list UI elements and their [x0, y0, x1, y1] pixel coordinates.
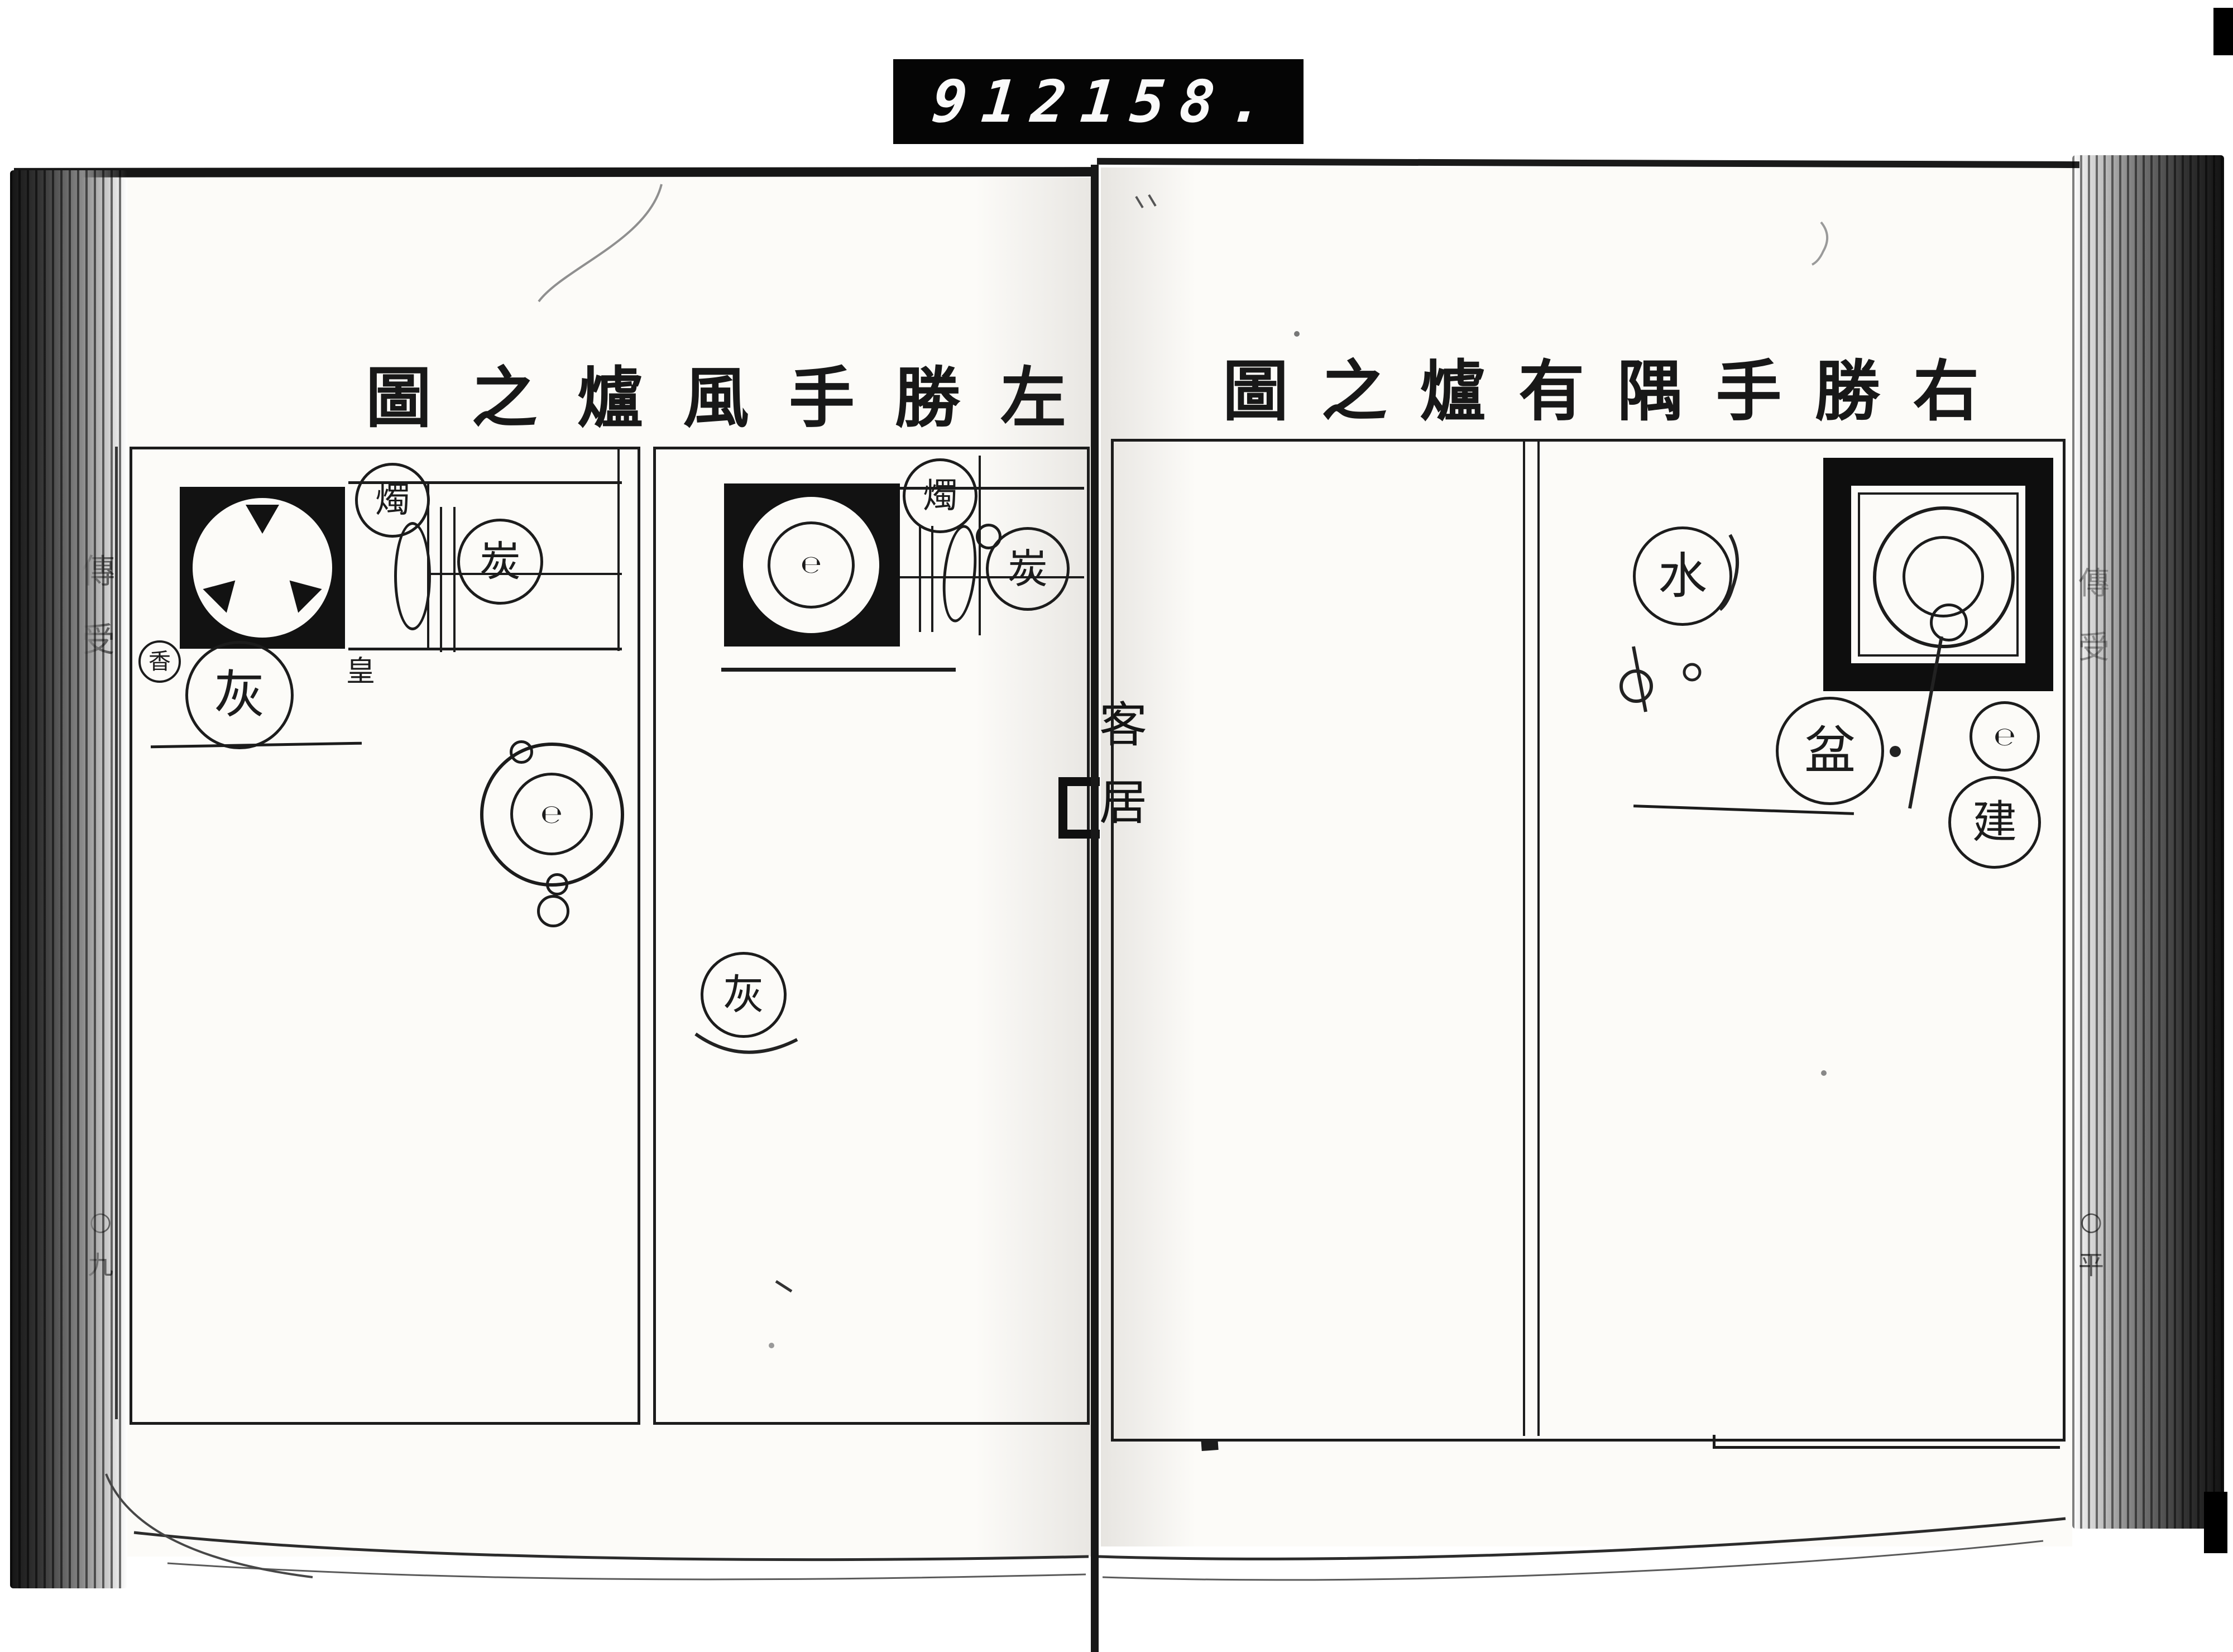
book-top-edge-left	[13, 167, 1092, 178]
kettle-mark: ℮	[540, 799, 563, 829]
crease-line-faint	[167, 1562, 1086, 1581]
notch-ring-icon	[976, 524, 1002, 549]
title-char: 風	[683, 360, 749, 437]
candle-circle: 燭	[903, 458, 977, 533]
hibashi-icon	[931, 526, 933, 632]
candle-label: 燭	[375, 480, 410, 520]
corner-mark-top-right	[2213, 8, 2233, 55]
water-label: 水	[1657, 547, 1707, 605]
frame-jog-line	[1713, 1446, 2060, 1449]
ash-label: 灰	[723, 971, 764, 1019]
title-char: 爐	[577, 360, 643, 437]
right-page-title: 圖 之 爐 有 隅 手 勝 右	[1223, 345, 1979, 430]
ash-circle: 灰	[701, 952, 787, 1038]
ladle-cup-icon	[1930, 604, 1968, 641]
title-char: 勝	[894, 360, 961, 437]
left-page	[127, 178, 1092, 1557]
title-char: 爐	[1420, 353, 1486, 430]
brazier-inner-circle: ℮	[768, 521, 855, 609]
futaoki-circle: ℮	[1970, 701, 2040, 772]
partition-line	[1523, 439, 1525, 1436]
right-page	[1101, 167, 2072, 1546]
shelf-line-vertical	[617, 447, 620, 651]
futaoki-mark: ℮	[1994, 721, 2016, 751]
frame-jog-connector	[1713, 1435, 1716, 1449]
left-page-title: 圖 之 爐 風 手 勝 左	[366, 352, 1066, 437]
title-char: 有	[1518, 353, 1585, 430]
feather-brush-icon	[394, 522, 431, 630]
charcoal-label: 炭	[480, 538, 521, 586]
brazier-square-icon: ℮	[724, 483, 900, 647]
furo-triangle-right-icon	[277, 568, 322, 613]
title-char: 勝	[1814, 353, 1881, 430]
title-char: 圖	[366, 360, 432, 437]
incense-circle: 香	[138, 640, 181, 683]
fold-note: 客 居	[1095, 686, 1151, 833]
counter-left-digits: 912	[929, 68, 1084, 136]
hearth-kettle-circle	[1873, 506, 2015, 648]
left-diagram1-frame	[130, 447, 640, 1425]
book-spine-pages-left	[10, 170, 127, 1588]
fold-bracket-icon	[1058, 777, 1100, 839]
hibashi-icon	[919, 526, 921, 632]
book-page-edges-right	[2072, 155, 2224, 1529]
title-char: 左	[1000, 360, 1066, 437]
ash-circle: 灰	[185, 641, 294, 749]
corner-mark-bottom-right	[2204, 1492, 2227, 1553]
charcoal-label: 炭	[1007, 545, 1048, 592]
fold-note-char: 客	[1099, 697, 1147, 753]
title-char: 之	[1321, 353, 1387, 430]
partition-line	[1537, 439, 1540, 1436]
furo-triangle-top-icon	[246, 505, 279, 534]
title-char: 隅	[1617, 353, 1683, 430]
furo-triangle-left-icon	[203, 568, 247, 613]
furo-mouth-circle	[193, 498, 332, 638]
candle-label: 燭	[922, 475, 957, 516]
title-char: 圖	[1223, 353, 1289, 430]
underline	[721, 668, 956, 672]
brazier-outer-circle: ℮	[743, 497, 879, 633]
title-char: 之	[471, 360, 538, 437]
shelf-line	[348, 481, 622, 484]
charcoal-circle: 炭	[986, 527, 1070, 611]
left-diagram2-frame	[653, 447, 1090, 1425]
center-fold-line	[1091, 165, 1099, 1652]
charcoal-circle: 炭	[457, 519, 543, 605]
kensui-circle: 建	[1948, 776, 2041, 869]
kettle-lug-icon	[546, 873, 568, 896]
microfilm-frame-counter: 912 158.	[893, 59, 1304, 144]
title-char: 手	[1716, 353, 1782, 430]
water-circle: 水	[1633, 526, 1732, 626]
shelf-line	[900, 487, 1084, 490]
shelf-line	[348, 648, 622, 650]
tray-circle: 盆	[1776, 697, 1884, 805]
incense-label: 香	[148, 649, 171, 674]
candle-circle: 燭	[355, 463, 430, 538]
fold-note-char: 居	[1099, 775, 1147, 831]
title-char: 右	[1913, 353, 1979, 430]
kensui-label: 建	[1972, 796, 2017, 848]
ash-label: 灰	[213, 665, 265, 725]
crease-line-faint	[1102, 1540, 2044, 1581]
right-room-frame	[1111, 439, 2066, 1442]
brazier-mark: ℮	[801, 550, 822, 579]
small-note-char: 皇	[346, 655, 376, 688]
tray-label: 盆	[1804, 721, 1856, 780]
kettle-lug-icon	[510, 740, 533, 764]
lid-rest-ring-icon	[537, 895, 569, 927]
hibashi-icon	[440, 507, 442, 652]
counter-right-digits: 158.	[1077, 68, 1282, 136]
title-char: 手	[788, 360, 855, 437]
kettle-inner-circle: ℮	[510, 773, 593, 855]
hibashi-icon	[453, 507, 456, 652]
book-top-edge-right	[1096, 157, 2080, 169]
furo-square-icon	[180, 487, 345, 649]
